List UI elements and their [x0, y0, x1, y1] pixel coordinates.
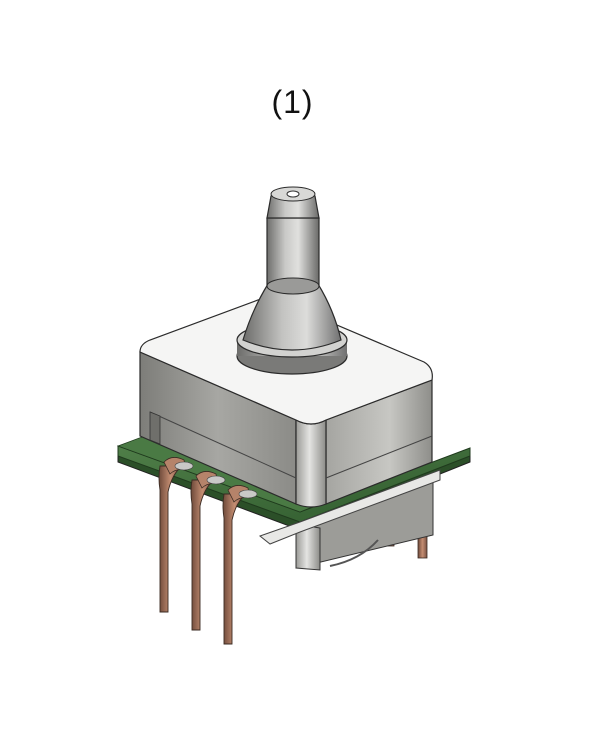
lower-housing: [295, 479, 434, 571]
figure-label: (1): [271, 84, 314, 120]
pressure-port: [236, 186, 348, 375]
front-pins: [158, 457, 258, 645]
